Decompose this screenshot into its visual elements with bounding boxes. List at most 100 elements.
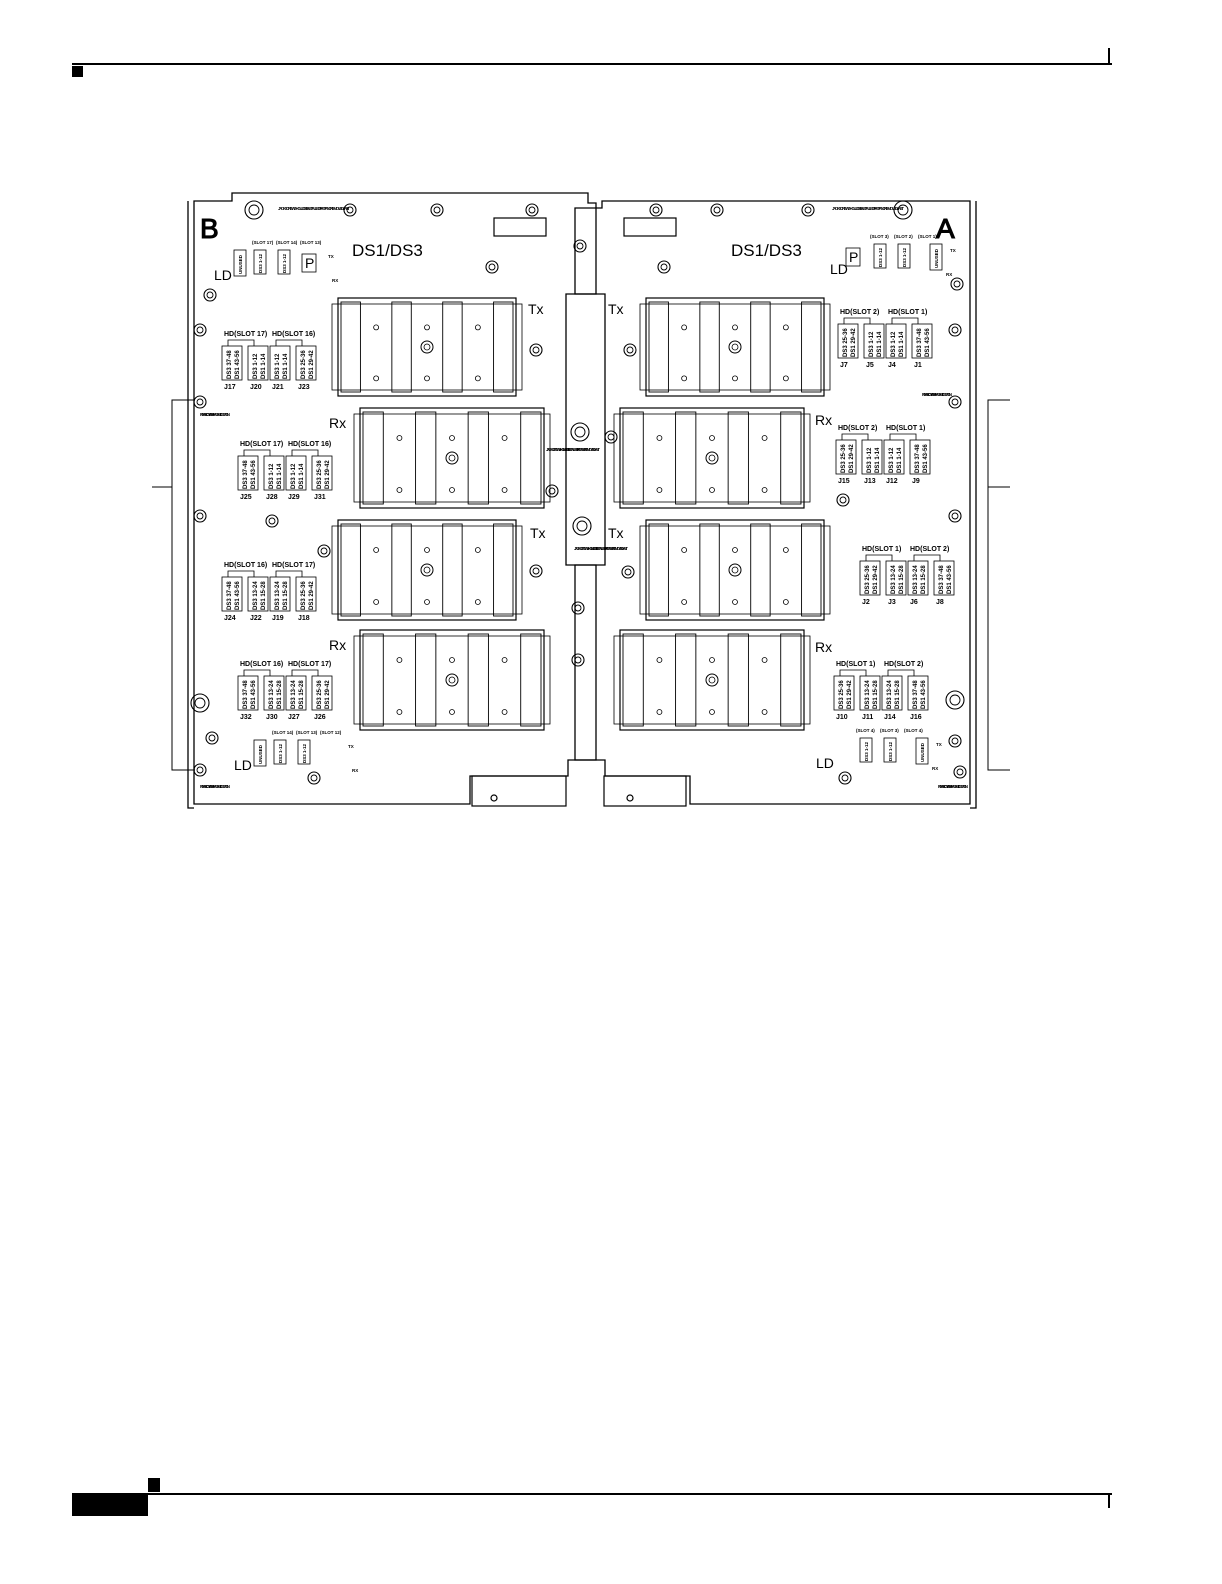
panel-hole-icon: [396, 657, 403, 663]
screw-icon: [801, 203, 815, 217]
tx-label: TX: [328, 254, 334, 259]
hd-connector-ds3: DS3 1-12: [869, 331, 875, 357]
panel-hole-icon: [656, 435, 663, 441]
jackscrew-icon: [445, 673, 459, 687]
warning-note-mid-1: JACKSCREW SHOULD BE INSTALLED FIRST AND …: [546, 447, 600, 452]
slot-label: (SLOT 13): [300, 240, 322, 245]
hd-connector-box: [859, 560, 881, 596]
jackscrew-icon: [728, 563, 742, 577]
hd-bracket: [891, 317, 919, 324]
hd-bracket: [839, 669, 867, 676]
hd-bracket: [913, 554, 941, 561]
panel-hole-icon: [732, 375, 738, 382]
warning-note-b: JACKSCREW SHOULD BE INSTALLED FIRST AND …: [278, 206, 350, 211]
screw-icon: [948, 734, 962, 748]
slot-label: (SLOT 3): [870, 234, 889, 239]
unused-box: [915, 737, 929, 765]
port-slot: [622, 411, 644, 505]
port-slot: [750, 301, 771, 393]
panel-hole-icon: [782, 324, 789, 331]
port-slot: [442, 523, 463, 617]
jack-label: J28: [266, 494, 278, 501]
jack-label: J7: [840, 362, 848, 369]
jack-label: J9: [912, 478, 920, 485]
panel-flange: [639, 303, 831, 391]
connector-panel: Tx: [608, 297, 831, 397]
jackscrew-icon: [731, 566, 739, 574]
hd-connector-ds1: DS1 43-56: [947, 565, 953, 594]
hd-connector-box: [269, 345, 291, 381]
panel-hole-icon: [709, 657, 715, 663]
tx-label: TX: [950, 248, 956, 253]
connector-panel: Tx: [608, 519, 831, 621]
unused-box: [253, 739, 267, 767]
screw-icon: [571, 653, 585, 667]
panel-frame: [337, 519, 517, 621]
panel-hole-icon: [373, 599, 380, 605]
hd-connector-box: [221, 576, 243, 612]
footer-rule: [72, 1493, 1112, 1495]
tx-label: TX: [348, 744, 354, 749]
jack-label: J31: [314, 494, 326, 501]
hd-bracket: [889, 433, 917, 440]
hd-connector-ds3: DS3 13-24: [887, 680, 893, 709]
ld-label: LD: [234, 757, 252, 773]
hd-connector-ds1: DS1 29-42: [873, 565, 879, 594]
hd-connector-box: [247, 576, 269, 612]
rx-label: RX: [932, 766, 938, 771]
panel-hole-icon: [656, 657, 663, 663]
hd-connector-box: [909, 439, 931, 475]
hd-connector-box: [833, 675, 855, 711]
hd-connector-ds3: DS3 37-48: [227, 350, 233, 379]
hd-connector-ds1: DS1 15-28: [895, 680, 901, 709]
header-marker: [72, 66, 83, 77]
hd-slot-title: HD(SLOT 17): [272, 562, 315, 569]
board-a-letter: A: [936, 213, 955, 244]
port-slot: [801, 523, 822, 617]
screw-icon: [485, 260, 499, 274]
hd-connector-box: [237, 455, 259, 491]
jack-label: J22: [250, 615, 262, 622]
port-slot: [520, 633, 542, 727]
jack-label: J10: [836, 714, 848, 721]
panel-hole-icon: [501, 657, 508, 663]
hd-connector-ds3: DS3 37-48: [917, 328, 923, 357]
tx-label: TX: [936, 742, 942, 747]
hd-connector-ds3: DS3 37-48: [243, 680, 249, 709]
screw-icon: [193, 509, 207, 523]
hd-slot-title: HD(SLOT 16): [288, 441, 331, 448]
hd-connector-ds3: DS3 13-24: [253, 581, 259, 610]
hd-connector-ds1: DS1 1-14: [261, 353, 267, 379]
jack-label: J27: [288, 714, 300, 721]
slot-label: (SLOT 2): [894, 234, 913, 239]
panel-hole-icon: [449, 657, 455, 663]
ds-connector-label: DS3 1-12: [878, 247, 883, 267]
rear-cover-note-b-bottom: REAR COVER BRACKET LOCATION: [200, 784, 230, 789]
rx-label: RX: [332, 278, 338, 283]
hd-connector-box: [881, 675, 903, 711]
jack-label: J3: [888, 599, 896, 606]
hd-connector-ds3: DS3 13-24: [891, 565, 897, 594]
hd-bracket: [291, 449, 319, 456]
panel-hole-icon: [656, 709, 663, 715]
jack-label: J14: [884, 714, 896, 721]
jack-label: J2: [862, 599, 870, 606]
board-b-outline: [193, 192, 597, 805]
panel-hole-icon: [449, 435, 455, 441]
jack-label: J25: [240, 494, 252, 501]
hd-connector-box: [269, 576, 291, 612]
panel-hole-icon: [782, 599, 789, 605]
hd-connector-ds3: DS3 1-12: [889, 447, 895, 473]
jack-label: J17: [224, 384, 236, 391]
hd-connector-ds3: DS3 1-12: [269, 463, 275, 489]
hd-connector-box: [285, 455, 307, 491]
p-label: P: [305, 255, 314, 271]
ds-connector-box: [277, 249, 291, 275]
hd-connector-ds1: DS1 29-42: [309, 581, 315, 610]
screw-icon: [710, 203, 724, 217]
screw-icon: [838, 771, 852, 785]
